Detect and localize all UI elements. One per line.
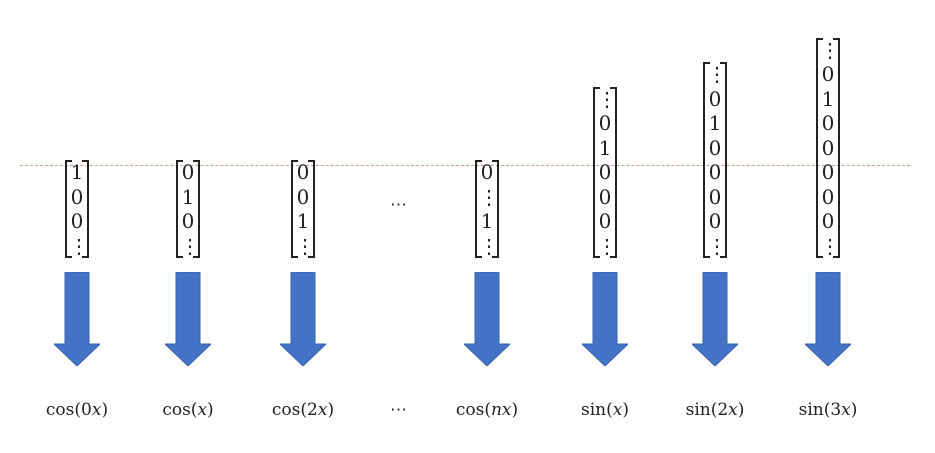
vector-entry: 0 — [598, 209, 612, 233]
vector-entry: 0 — [480, 160, 494, 184]
vector-entry: 0 — [296, 160, 310, 184]
down-arrow-icon — [54, 272, 100, 366]
down-arrow-icon — [464, 272, 510, 366]
vector-entry: 0 — [821, 111, 835, 135]
vector-entry: 0 — [70, 209, 84, 233]
ellipsis-vectors: ⋯ — [390, 195, 407, 215]
label-var: x — [612, 400, 623, 420]
vector-entry: ⋮ — [820, 233, 840, 258]
function-label: cos(x) — [128, 400, 248, 420]
label-pre: cos( — [162, 400, 198, 420]
down-arrow-icon — [280, 272, 326, 366]
function-label: cos(nx) — [427, 400, 547, 420]
vector-entry: ⋮ — [597, 86, 617, 111]
vector-entry: 0 — [708, 135, 722, 160]
vector-entry: ⋮ — [69, 233, 89, 258]
label-pre: cos(0 — [45, 400, 92, 420]
label-post: ) — [327, 400, 335, 420]
down-arrow-icon — [805, 272, 851, 366]
vector-entry: 0 — [598, 184, 612, 209]
vector-entry: 0 — [821, 209, 835, 233]
label-var: nx — [490, 400, 512, 420]
vector-entry: 0 — [708, 184, 722, 209]
function-label: cos(2x) — [243, 400, 363, 420]
vector-entry: 1 — [296, 209, 310, 233]
vector-entry: 0 — [821, 160, 835, 184]
vector-entry: 0 — [598, 111, 612, 135]
vector-entry: ⋮ — [597, 233, 617, 258]
label-post: ) — [101, 400, 109, 420]
label-pre: sin(2 — [685, 400, 729, 420]
vector-entry: 0 — [708, 209, 722, 233]
function-label: sin(2x) — [655, 400, 775, 420]
function-label: sin(3x) — [768, 400, 888, 420]
vector-entry: 1 — [598, 135, 612, 160]
vector-entry: 0 — [708, 160, 722, 184]
basis-column: 0⋮1⋮cos(nx) — [447, 0, 527, 453]
vector-entry: 0 — [708, 86, 722, 111]
vector-entry: ⋮ — [479, 184, 499, 209]
vector-entry: 1 — [70, 160, 84, 184]
vector-entry: 0 — [70, 184, 84, 209]
label-var: x — [197, 400, 208, 420]
down-arrow-icon — [692, 272, 738, 366]
label-var: x — [317, 400, 328, 420]
label-post: ) — [511, 400, 519, 420]
label-post: ) — [622, 400, 629, 420]
vector-entry: ⋮ — [479, 233, 499, 258]
vector-entry: 0 — [821, 184, 835, 209]
vector-entry: 0 — [821, 62, 835, 86]
vector-entry: 0 — [181, 209, 195, 233]
vector-entry: 1 — [181, 184, 195, 209]
label-var: x — [728, 400, 738, 420]
label-post: ) — [737, 400, 745, 420]
function-label: cos(0x) — [17, 400, 137, 420]
vector-entry: ⋮ — [707, 233, 727, 258]
label-post: ) — [207, 400, 214, 420]
ellipsis-labels: ⋯ — [390, 400, 407, 420]
label-pre: sin( — [581, 400, 613, 420]
reference-dashed-line — [20, 165, 910, 166]
function-label: sin(x) — [545, 400, 665, 420]
label-pre: cos(2 — [271, 400, 318, 420]
label-pre: cos( — [455, 400, 491, 420]
vector-entry: 0 — [181, 160, 195, 184]
label-var: x — [841, 400, 851, 420]
column-vector: 0⋮1⋮ — [475, 160, 499, 258]
label-var: x — [91, 400, 102, 420]
label-pre: sin(3 — [798, 400, 842, 420]
label-post: ) — [850, 400, 858, 420]
vector-entry: ⋮ — [180, 233, 200, 258]
vector-entry: ⋮ — [295, 233, 315, 258]
vector-entry: 0 — [821, 135, 835, 160]
vector-entry: ⋮ — [707, 62, 727, 86]
vector-entry: 0 — [296, 184, 310, 209]
vector-entry: ⋮ — [820, 37, 840, 62]
down-arrow-icon — [582, 272, 628, 366]
vector-entry: 0 — [598, 160, 612, 184]
vector-entry: 1 — [821, 86, 835, 111]
vector-entry: 1 — [480, 209, 494, 233]
vector-entry: 1 — [708, 111, 722, 135]
down-arrow-icon — [165, 272, 211, 366]
